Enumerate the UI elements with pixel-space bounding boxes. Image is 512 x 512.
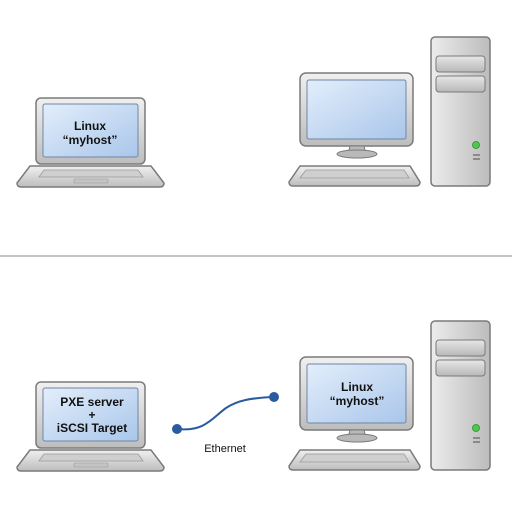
- bottom-scene: PXE server + iSCSI Target Ethernet Linux…: [16, 320, 491, 472]
- bottom-desktop-label-line2: “myhost”: [330, 394, 385, 408]
- ethernet-cable-icon: [172, 392, 279, 434]
- ethernet-label: Ethernet: [204, 443, 246, 455]
- top-scene: Linux “myhost”: [16, 36, 491, 188]
- top-laptop-label-line2: “myhost”: [63, 133, 118, 147]
- top-laptop-label-line1: Linux: [74, 119, 106, 133]
- tower-case-icon: [430, 320, 491, 471]
- cable-end-right: [269, 392, 279, 402]
- bottom-desktop-label-line1: Linux: [341, 380, 373, 394]
- desktop-monitor-icon: [288, 72, 421, 187]
- bottom-laptop-label-line3: iSCSI Target: [57, 421, 127, 435]
- laptop-icon: [16, 381, 165, 472]
- bottom-laptop-label-line1: PXE server: [60, 395, 124, 409]
- cable-end-left: [172, 424, 182, 434]
- tower-case-icon: [430, 36, 491, 187]
- bottom-laptop-label-line2: +: [88, 408, 95, 422]
- laptop-icon: [16, 97, 165, 188]
- desktop-monitor-icon: [288, 356, 421, 471]
